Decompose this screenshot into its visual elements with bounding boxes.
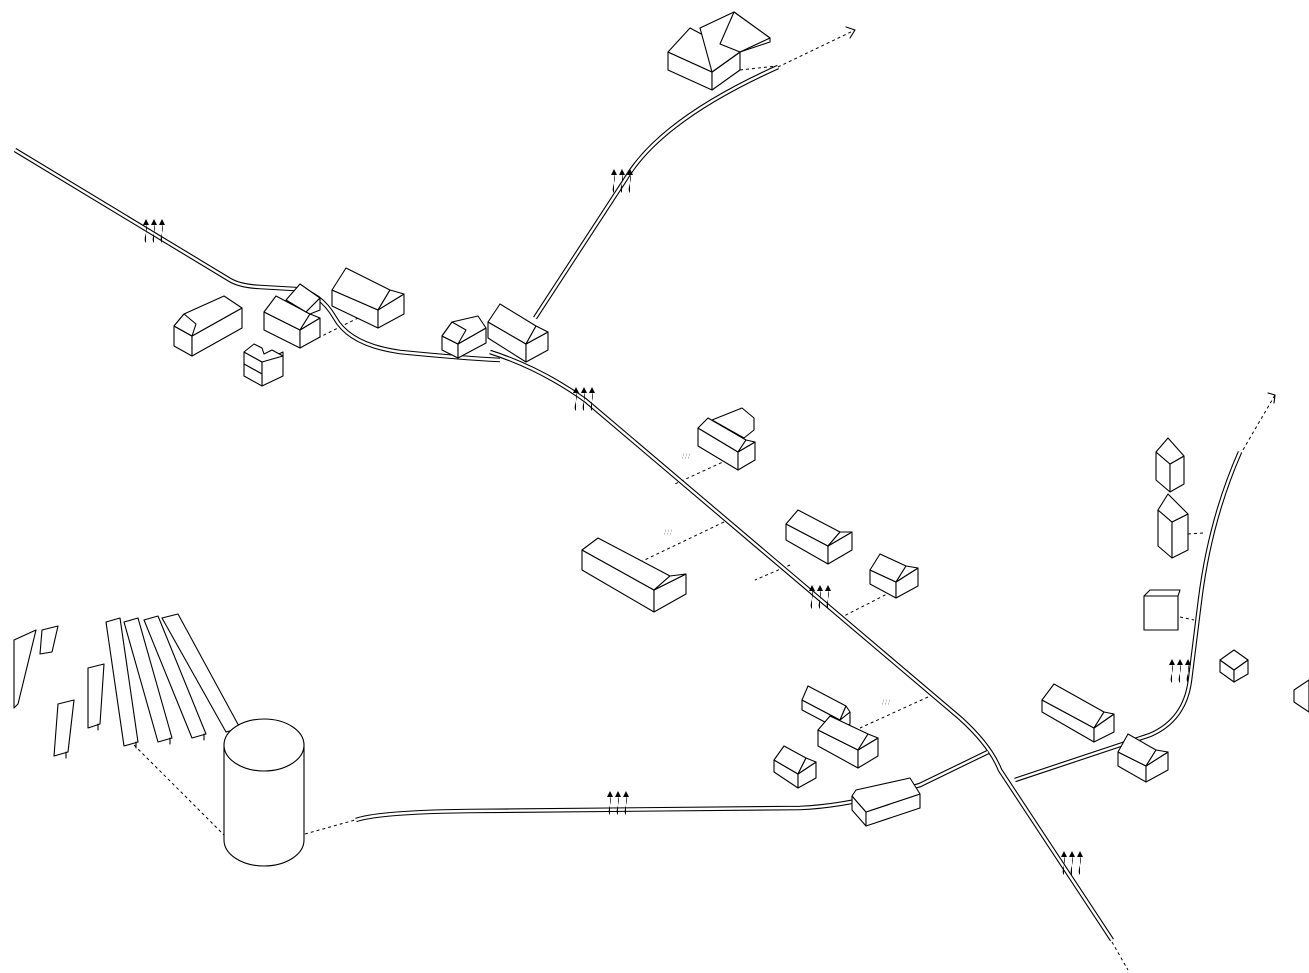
- house: [1157, 493, 1189, 559]
- solar-collector-field: [13, 613, 241, 759]
- house: [1293, 679, 1309, 713]
- house: [263, 295, 321, 349]
- solar-panel-row: [53, 699, 75, 757]
- heat-rising-icon: [663, 529, 673, 536]
- pipe-main-diagonal: [489, 349, 1114, 942]
- heat-rising-icon: [604, 791, 632, 820]
- house: [699, 11, 771, 73]
- arrow-head: [845, 26, 856, 39]
- house: [581, 537, 687, 613]
- heat-rising-icon: [570, 387, 598, 416]
- house: [711, 407, 755, 439]
- solar-panel-row: [39, 625, 59, 655]
- house: [817, 715, 879, 769]
- connection-line: [1179, 616, 1195, 621]
- house: [1155, 437, 1185, 493]
- pipe-east: [1014, 451, 1243, 783]
- arrow-head: [1267, 392, 1276, 404]
- solar-panel-row: [105, 617, 139, 747]
- connection-line: [859, 696, 929, 729]
- solar-panel-row: [143, 615, 207, 739]
- small-heat-symbols: [663, 453, 891, 706]
- house: [173, 295, 243, 357]
- house: [243, 343, 284, 387]
- house: [697, 417, 756, 471]
- house: [773, 745, 817, 789]
- house: [487, 303, 549, 363]
- house: [1143, 589, 1181, 631]
- connection-line: [777, 29, 856, 68]
- house: [1117, 733, 1169, 783]
- solar-panel-row: [123, 617, 173, 743]
- connection-line: [133, 744, 225, 836]
- house: [1219, 649, 1249, 683]
- house: [331, 267, 405, 329]
- house: [441, 315, 487, 359]
- house: [851, 777, 921, 827]
- connection-line: [839, 589, 896, 619]
- connection-line: [1187, 532, 1204, 535]
- house: [285, 283, 321, 315]
- heat-rising-icon: [140, 219, 168, 248]
- storage-tank: [223, 718, 305, 867]
- solar-panel-row: [13, 629, 37, 709]
- house: [785, 509, 853, 565]
- heat-rising-icon: [881, 699, 891, 706]
- connection-line: [1111, 941, 1129, 971]
- pipe-west: [13, 148, 501, 363]
- heat-rising-icon: [608, 169, 636, 198]
- heat-rising-icon: [681, 453, 691, 460]
- connection-line: [304, 819, 356, 835]
- solar-panel-row: [87, 663, 105, 729]
- buildings: [173, 11, 1309, 827]
- connection-line: [739, 65, 778, 71]
- house: [869, 553, 919, 599]
- house: [1041, 683, 1115, 743]
- connection-line: [631, 521, 725, 567]
- connection-line: [1239, 394, 1276, 456]
- pipe-north: [533, 64, 779, 320]
